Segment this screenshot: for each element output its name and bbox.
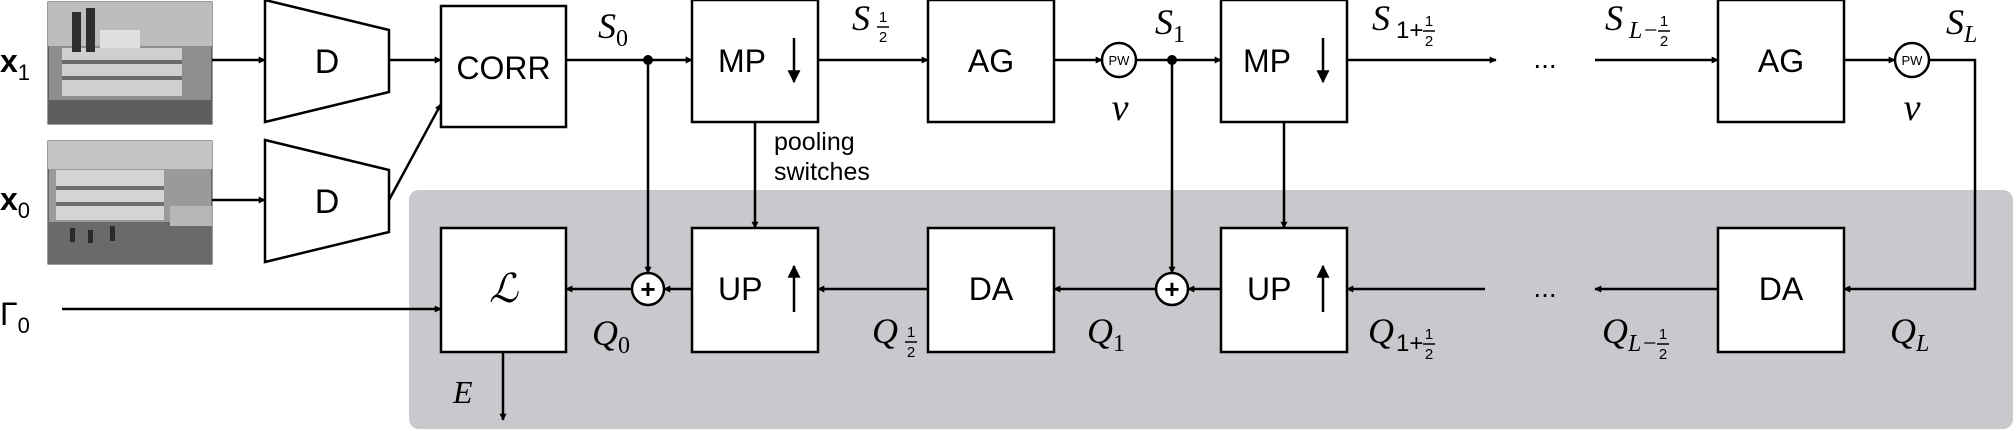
label-sl: SL xyxy=(1946,2,1977,48)
svg-text:2: 2 xyxy=(879,29,887,46)
x0-label: x0 xyxy=(0,181,30,223)
svg-text:Q: Q xyxy=(1368,311,1394,351)
d-block-top-label: D xyxy=(315,43,340,81)
label-ql: QL xyxy=(1890,311,1929,357)
corr-block xyxy=(439,4,568,129)
svg-text:2: 2 xyxy=(1660,33,1668,50)
label-s-l-minus-half: S L− 1 2 xyxy=(1605,0,1670,50)
svg-text:L−: L− xyxy=(1628,18,1659,44)
svg-text:1: 1 xyxy=(1659,326,1667,343)
svg-text:2: 2 xyxy=(907,344,915,361)
label-s-half: S 1 2 xyxy=(852,0,889,46)
svg-text:2: 2 xyxy=(1425,346,1433,363)
svg-text:Q: Q xyxy=(1602,311,1628,351)
input-image-x1 xyxy=(47,1,213,125)
ellipsis-bottom: ... xyxy=(1533,272,1556,303)
svg-text:L−: L− xyxy=(1627,331,1658,357)
svg-text:1+: 1+ xyxy=(1396,330,1423,357)
label-e: E xyxy=(452,374,473,410)
da-block-2-label: DA xyxy=(1759,271,1804,307)
label-nu-2: ν xyxy=(1904,87,1921,129)
svg-text:S: S xyxy=(852,0,870,38)
label-s-one-plus-half: S 1+ 1 2 xyxy=(1372,0,1435,50)
corr-block-label: CORR xyxy=(456,50,550,86)
arrow-pw2-to-da2 xyxy=(1843,58,1977,293)
svg-text:1: 1 xyxy=(1660,13,1668,30)
svg-text:1: 1 xyxy=(1425,13,1433,30)
loss-block xyxy=(439,226,568,354)
svg-text:S: S xyxy=(1372,0,1390,38)
svg-text:S: S xyxy=(1605,0,1623,38)
da-block-1-label: DA xyxy=(969,271,1014,307)
pw-node-2-label: PW xyxy=(1902,53,1924,68)
ellipsis-top: ... xyxy=(1533,43,1556,74)
loss-block-label: ℒ xyxy=(489,266,519,311)
label-s0: S0 xyxy=(598,6,628,52)
sum-node-2-label: + xyxy=(1164,274,1179,304)
svg-text:1+: 1+ xyxy=(1396,17,1423,44)
ag-block-2-label: AG xyxy=(1758,43,1804,79)
input-image-x0 xyxy=(47,140,213,265)
label-nu-1: ν xyxy=(1112,87,1129,129)
up-block-2-label: UP xyxy=(1247,271,1291,307)
svg-text:1: 1 xyxy=(879,9,887,26)
ag-block-2 xyxy=(1716,0,1846,124)
d-block-top xyxy=(263,0,391,124)
pooling-switches-label: pooling switches xyxy=(774,128,870,186)
sum-node-1-label: + xyxy=(640,274,655,304)
ag-block-1 xyxy=(926,0,1056,124)
x1-label: x1 xyxy=(0,43,30,85)
d-block-bottom xyxy=(263,138,391,264)
gamma0-label: Γ0 xyxy=(0,296,30,338)
arrow-d-to-corr-bottom xyxy=(387,103,443,201)
label-q1: Q1 xyxy=(1087,311,1125,357)
label-q-one-plus-half: Q 1+ 1 2 xyxy=(1368,311,1435,363)
up-block-1-label: UP xyxy=(718,271,762,307)
svg-text:2: 2 xyxy=(1659,346,1667,363)
label-q0: Q0 xyxy=(592,313,630,359)
svg-text:1: 1 xyxy=(1425,326,1433,343)
mp-block-1-label: MP xyxy=(718,43,766,79)
d-block-bottom-label: D xyxy=(315,183,340,221)
label-q-half: Q 1 2 xyxy=(872,311,917,361)
svg-text:Q: Q xyxy=(872,311,898,351)
label-s1: S1 xyxy=(1155,2,1185,48)
label-q-l-minus-half: Q L− 1 2 xyxy=(1602,311,1669,363)
svg-text:2: 2 xyxy=(1425,33,1433,50)
up-block-2 xyxy=(1219,226,1349,354)
pw-node-1-label: PW xyxy=(1109,53,1131,68)
ag-block-1-label: AG xyxy=(968,43,1014,79)
svg-text:1: 1 xyxy=(907,324,915,341)
mp-block-2-label: MP xyxy=(1243,43,1291,79)
